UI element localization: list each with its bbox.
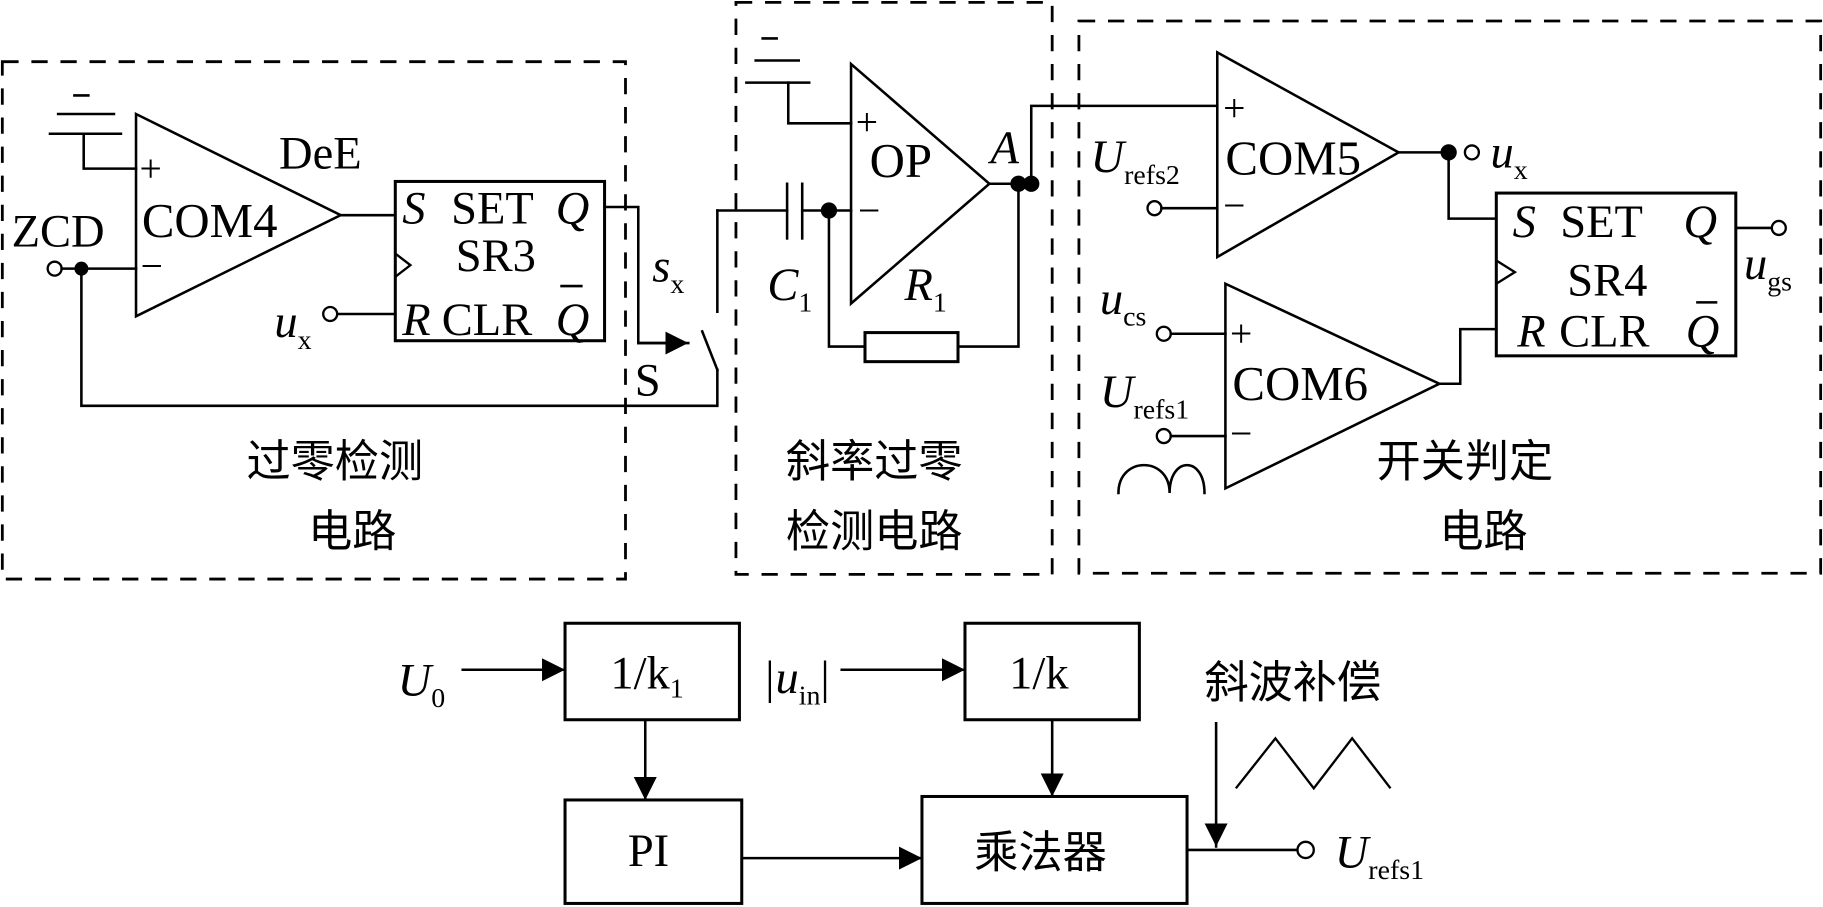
sr3-s-pin: S [402,183,425,234]
pi-controller-block [563,798,744,905]
op-plus-sign: + [856,100,878,144]
ux-label-out: ux [1490,127,1527,186]
comparator-com6: + − COM6 [1224,281,1443,491]
ramp-waveform-icon [1234,736,1392,791]
ucs-label: ucs [1100,274,1146,333]
multiplier-label: 乘法器 [974,827,1106,878]
sr3-clr-label: CLR [442,295,532,346]
sr3-name: SR3 [456,231,536,282]
switch-decision-title-line2: 电路 [1439,507,1527,558]
zero-crossing-block-outline [0,60,627,581]
sr4-name: SR4 [1567,255,1647,306]
switch-label: S [635,355,661,406]
sr3-set-label: SET [451,183,534,234]
ux-terminal-sr3 [322,305,339,323]
resistor-r1 [863,331,960,364]
sr3-qbar-pin: Q [556,295,590,346]
sr3-q-pin: Q [556,183,590,234]
urefs1-output-label: Urefs1 [1335,827,1424,886]
ugs-label: ugs [1744,239,1792,298]
slope-zero-crossing-block-outline [734,1,1054,576]
op-amp: + − OP [849,61,992,307]
r1-label: R1 [904,260,947,319]
urefs2-terminal [1146,200,1163,217]
op-minus-sign: − [858,188,880,232]
ground-symbol-com4 [48,94,138,170]
com4-minus-sign: − [141,244,163,288]
pi-label: PI [628,826,669,877]
comparator-com4: + − COM4 [134,111,344,319]
switch-s [700,329,719,372]
com5-label: COM5 [1225,130,1361,185]
com6-plus-sign: + [1230,312,1252,356]
multiplier-block [920,794,1189,905]
node-a-label: A [988,123,1020,174]
com4-plus-sign: + [140,146,162,190]
sr4-s-pin: S [1513,197,1536,248]
zcd-terminal [46,260,63,277]
ramp-compensation-label: 斜波补偿 [1204,658,1381,709]
sr4-set-label: SET [1560,197,1643,248]
slope-title-line1: 斜率过零 [786,437,963,488]
ucs-terminal [1155,325,1172,342]
com5-plus-sign: + [1223,86,1245,130]
slope-title-line2: 检测电路 [786,507,963,558]
gain-1-label: 1/k1 [610,648,683,704]
sr4-clr-label: CLR [1559,307,1649,358]
com6-minus-sign: − [1230,412,1252,456]
u0-label: U0 [398,655,446,714]
zcd-label: ZCD [12,207,105,258]
gain-2-label: 1/k [1009,648,1069,699]
urefs2-label: Urefs2 [1091,132,1180,191]
switch-decision-block-outline [1077,19,1823,575]
feedback-wire [80,267,719,408]
comparator-com5: + − COM5 [1215,50,1402,260]
sr3-r-pin: R [401,295,430,346]
urefs1-output-terminal [1296,840,1315,860]
com4-label: COM4 [142,193,278,248]
com5-minus-sign: − [1223,184,1245,228]
c1-label: C1 [767,260,812,319]
current-sense-waveform-icon [1117,463,1206,495]
capacitor-c1 [785,182,804,240]
com6-label: COM6 [1232,356,1368,411]
ground-symbol-op [745,37,853,125]
dee-label: DeE [279,129,362,180]
gain-block-1-over-k [963,621,1141,722]
gain-block-1-over-k1 [563,621,741,722]
sr4-r-pin: R [1516,307,1545,358]
switch-decision-title-line1: 开关判定 [1377,437,1554,488]
urefs1-terminal [1155,427,1172,445]
sr4-q-pin: Q [1683,197,1717,248]
ux-terminal-out [1463,144,1481,161]
zero-crossing-title-line1: 过零检测 [246,437,423,488]
flipflop-sr3: S SET Q SR3 R CLR Q [393,179,607,346]
uin-label: |uin| [763,653,830,712]
sr4-qbar-pin: Q [1686,307,1720,358]
ugs-terminal [1770,219,1787,237]
op-label: OP [870,133,932,188]
ux-label-sr3: ux [274,297,311,356]
flipflop-sr4: S SET Q SR4 R CLR Q [1494,191,1738,358]
zero-crossing-title-line2: 电路 [308,507,396,558]
sx-label: sx [652,241,684,300]
urefs1-label: Urefs1 [1100,367,1189,426]
